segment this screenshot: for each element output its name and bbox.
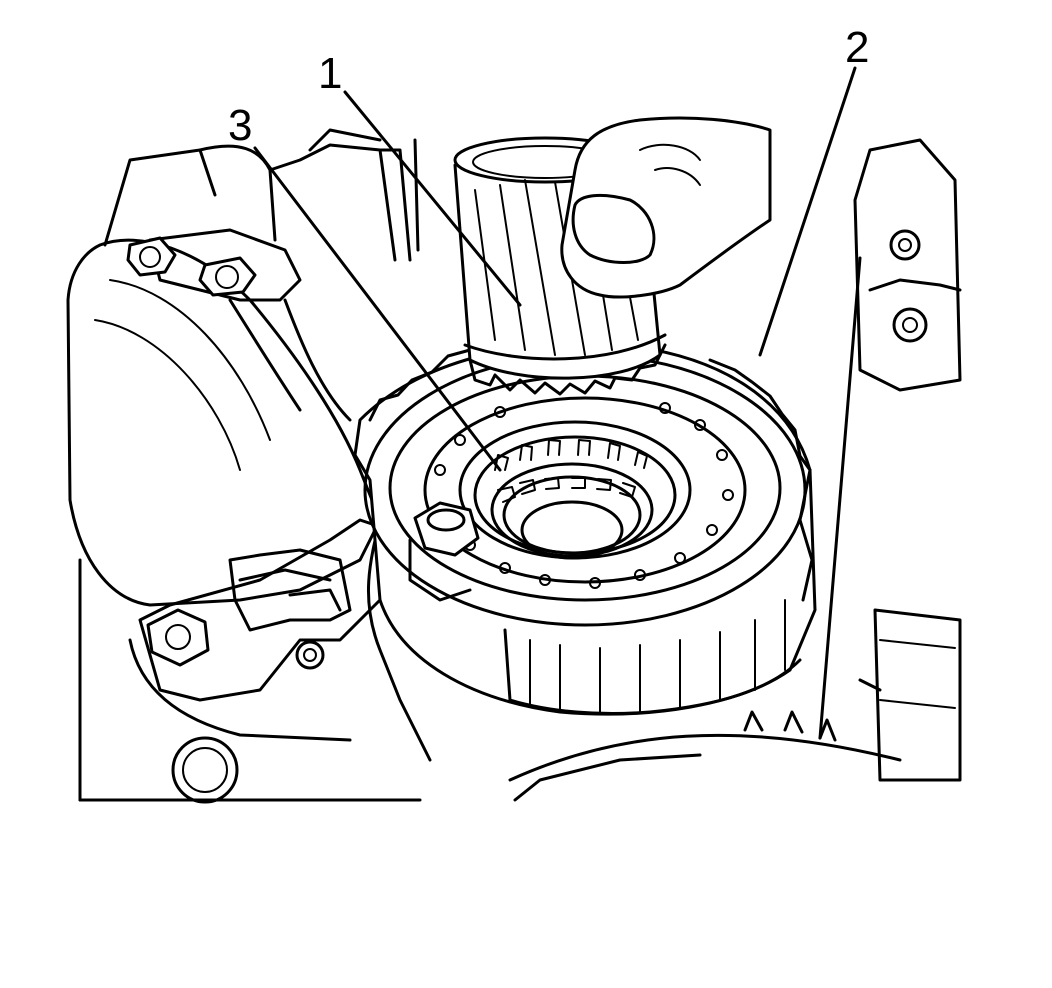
bracket-lower-left xyxy=(138,518,432,804)
leader-lines xyxy=(253,66,862,740)
housing-right xyxy=(853,138,962,782)
clutch-drum xyxy=(353,342,817,716)
leader-2 xyxy=(758,66,857,357)
ring-gear-lower xyxy=(508,710,902,802)
callout-1: 1 xyxy=(318,49,342,98)
leader-1 xyxy=(343,90,522,307)
callout-2: 2 xyxy=(845,23,869,72)
leader-3 xyxy=(253,146,502,472)
callout-3: 3 xyxy=(228,101,252,150)
clutch-piston xyxy=(423,396,747,589)
bracket-left xyxy=(126,228,352,422)
roller-clutch xyxy=(458,420,692,560)
technician-finger xyxy=(560,116,772,299)
bolt-center xyxy=(408,501,480,602)
leader-2b xyxy=(818,256,862,740)
transmission-case xyxy=(66,128,422,802)
